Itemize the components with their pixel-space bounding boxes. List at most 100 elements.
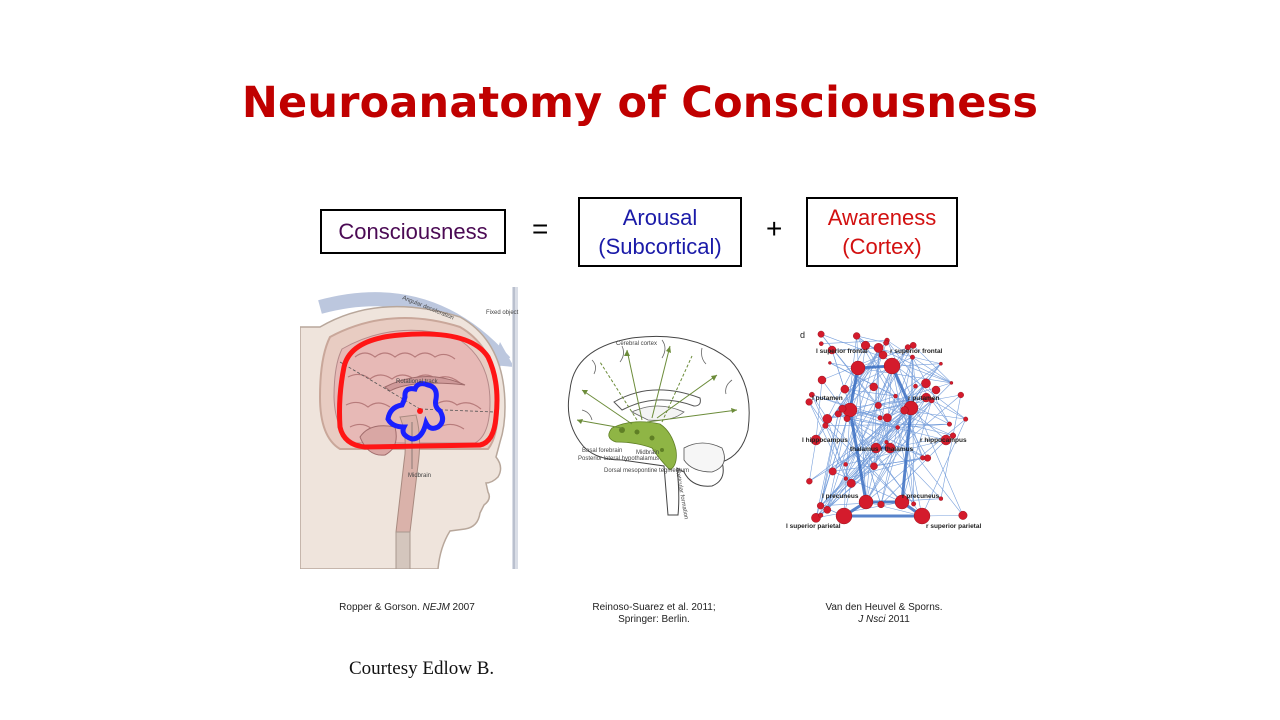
network-edge (875, 365, 893, 449)
caption-reinoso: Reinoso-Suarez et al. 2011; Springer: Be… (574, 602, 734, 626)
network-edge (912, 357, 914, 504)
network-edge (931, 400, 966, 420)
network-node (809, 391, 815, 398)
network-edge (873, 410, 905, 467)
network-node (882, 413, 892, 423)
awareness-sublabel: (Cortex) (842, 234, 922, 259)
network-node (843, 476, 848, 481)
network-node (931, 385, 941, 395)
caption-ropper: Ropper & Gorson. NEJM 2007 (320, 602, 494, 614)
network-edge (832, 457, 928, 472)
network-edge (912, 357, 916, 387)
caption-heuvel-line1: Van den Heuvel & Sporns. (825, 602, 943, 613)
network-node (843, 462, 848, 467)
reticular-activating-diagram: Cerebral cortex Basal forebrain Posterio… (552, 320, 762, 530)
network-node (874, 402, 882, 409)
label-thalamus: thalamus r thalamus (850, 446, 914, 453)
network-edge (921, 419, 966, 517)
network-edge (808, 401, 826, 426)
network-edge (865, 417, 888, 503)
network-edge (825, 425, 903, 503)
network-node (846, 478, 856, 488)
label-rotational-track: Rotational track (396, 379, 439, 385)
caption-reinoso-line1: Reinoso-Suarez et al. 2011; (592, 602, 716, 613)
caption-heuvel-journal: J Nsci (858, 614, 886, 625)
caption-ropper-authors: Ropper & Gorson. (339, 602, 423, 613)
network-edge (815, 379, 823, 441)
network-edge (901, 400, 932, 503)
network-node (853, 332, 861, 340)
network-node (810, 434, 822, 446)
network-edge (831, 349, 882, 505)
network-node (940, 434, 952, 446)
network-node (947, 421, 952, 427)
network-edge (875, 383, 927, 449)
network-edge (940, 394, 962, 499)
network-node (817, 330, 825, 338)
network-edge (846, 397, 927, 419)
network-edge (845, 457, 923, 479)
network-edge (857, 367, 952, 384)
label-l-hippocampus: l hippocampus (802, 437, 848, 444)
network-node (835, 507, 853, 525)
label-r-putamen: r putamen (908, 395, 939, 402)
label-r-superior-frontal: r superior frontal (890, 348, 943, 355)
network-node (827, 345, 837, 355)
network-edge (865, 348, 881, 503)
network-node (877, 415, 883, 421)
network-edge (820, 408, 843, 506)
panel-letter: d (800, 330, 805, 340)
label-r-precuneus: r precuneus (902, 493, 940, 500)
network-node (949, 432, 957, 439)
network-node (938, 496, 944, 501)
network-edge (886, 365, 893, 443)
label-cerebral-cortex: Cerebral cortex (616, 341, 657, 347)
network-edge (897, 423, 950, 428)
network-node (840, 384, 850, 394)
network-edge (809, 427, 898, 482)
label-midbrain-mid: Midbrain (636, 450, 659, 456)
network-node (818, 341, 824, 346)
network-edge (875, 395, 896, 449)
network-edge (886, 340, 950, 425)
network-node (877, 500, 885, 509)
label-midbrain: Midbrain (408, 473, 431, 479)
label-l-superior-frontal: l superior frontal (816, 348, 868, 355)
network-edge (886, 441, 942, 499)
network-node (920, 455, 926, 461)
network-node (904, 344, 911, 351)
network-node (816, 502, 825, 510)
network-node (894, 494, 910, 510)
network-node (822, 422, 829, 429)
network-node (805, 398, 813, 406)
network-node (911, 501, 917, 507)
network-edge (832, 410, 905, 472)
label-l-putamen: l putamen (812, 395, 843, 402)
network-node (870, 442, 882, 454)
network-edge (865, 418, 966, 503)
network-node (873, 343, 884, 353)
network-edge (811, 394, 828, 420)
network-edge (829, 362, 896, 397)
network-node (895, 425, 900, 430)
network-node (822, 414, 833, 424)
network-node (818, 512, 824, 518)
network-node (957, 391, 964, 399)
arousal-box: Arousal (Subcortical) (578, 197, 742, 267)
network-node (884, 440, 889, 445)
plus-sign: + (766, 213, 783, 244)
network-node (878, 350, 888, 360)
caption-reinoso-line2: Springer: Berlin. (618, 614, 690, 625)
network-edge (811, 394, 852, 484)
network-edge (886, 340, 952, 384)
label-l-superior-parietal: l superior parietal (786, 523, 841, 530)
network-node (817, 375, 827, 385)
network-node (884, 442, 896, 454)
network-edge (815, 394, 962, 519)
network-edge (842, 408, 954, 436)
equals-sign: = (532, 213, 549, 244)
label-hypothalamus: Posterior lateral hypothalamus (578, 456, 659, 462)
network-node (921, 378, 931, 389)
network-edge (865, 501, 923, 517)
network-edge (845, 340, 888, 465)
